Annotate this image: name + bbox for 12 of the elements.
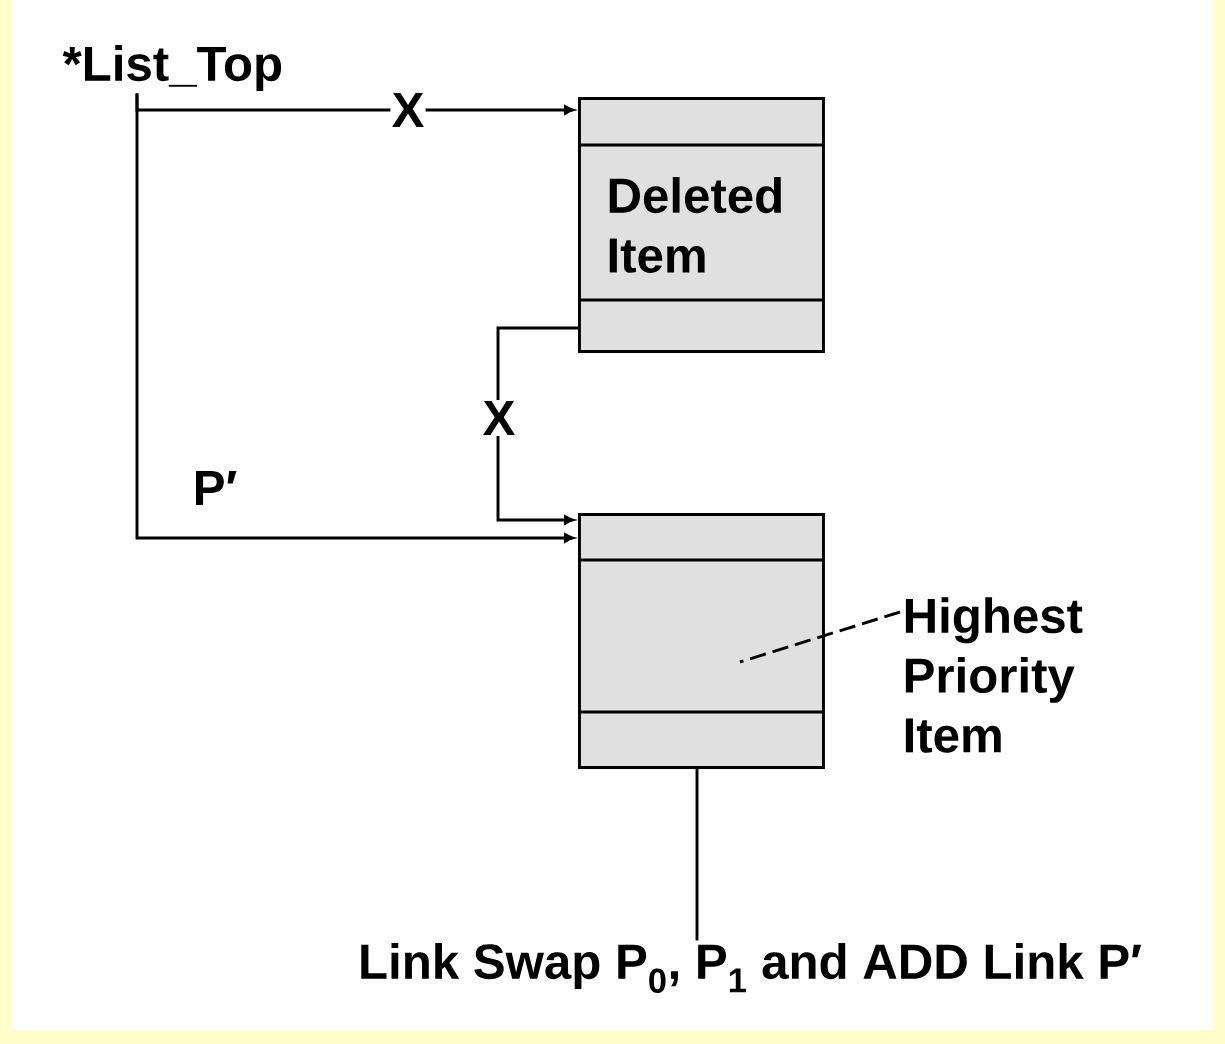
leader-line: [739, 610, 901, 664]
text-label: Link Swap P$_{0}$, P$_{1}$ and ADD Link P′: [361, 943, 1142, 993]
arrow: [496, 326, 578, 525]
edge-label: X: [390, 91, 426, 129]
list-item-box: Deleted Item: [578, 97, 825, 353]
edge-label: P′: [196, 471, 237, 505]
text-label: *List_Top: [62, 45, 282, 91]
connector-line: [695, 768, 699, 941]
text-label: Highest Priority Item: [905, 597, 1083, 753]
edge-label: X: [481, 399, 517, 437]
list-item-box: [578, 513, 825, 769]
arrow: [135, 93, 575, 543]
